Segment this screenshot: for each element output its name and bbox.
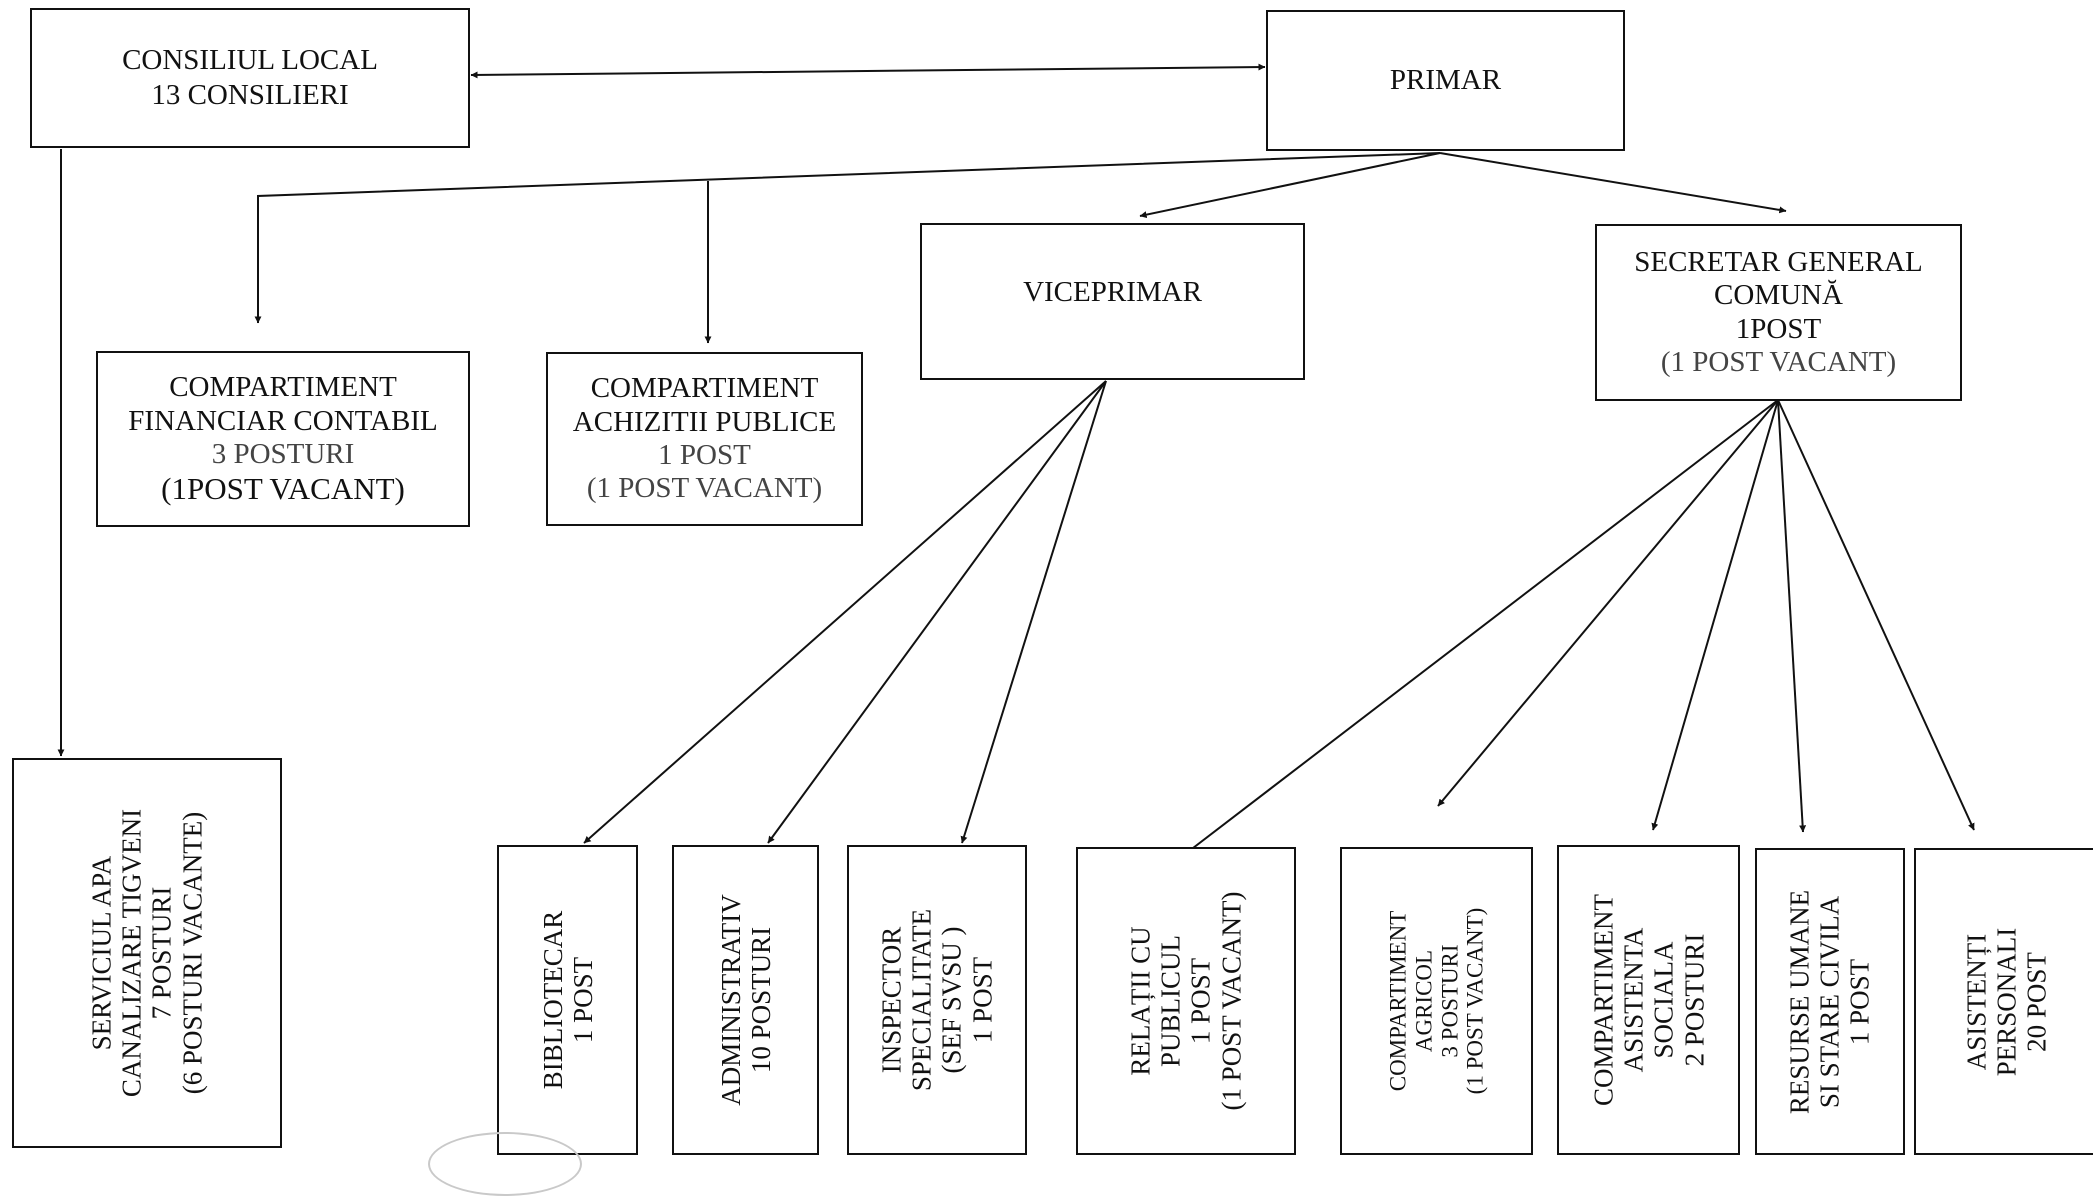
node-resurse-umane-line-2: SI STARE CIVILA	[1814, 895, 1845, 1108]
node-primar: PRIMAR	[1266, 10, 1625, 151]
node-resurse-umane-line-3: 1 POST	[1845, 958, 1876, 1045]
arrow-primar-financiar	[254, 152, 1441, 324]
node-financiar-contabil-line-4: (1POST VACANT)	[161, 471, 405, 507]
node-asistenta-sociala-line-3: SOCIALA	[1648, 941, 1679, 1059]
node-compartiment-agricol-line-2: AGRICOL	[1410, 949, 1436, 1053]
node-inspector-specialitate-line-1: INSPECTOR	[876, 926, 907, 1074]
node-consiliul-local-line-1: CONSILIUL LOCAL	[122, 44, 378, 77]
node-administrativ-line-1: ADMINISTRATIV	[715, 894, 746, 1106]
node-financiar-contabil: COMPARTIMENT FINANCIAR CONTABIL 3 POSTUR…	[96, 351, 470, 527]
node-financiar-contabil-line-3: 3 POSTURI	[211, 437, 355, 470]
node-secretar-general-line-4: (1 POST VACANT)	[1660, 345, 1897, 378]
stamp-mark	[428, 1132, 582, 1196]
node-secretar-general-line-1: SECRETAR GENERAL	[1634, 245, 1923, 278]
node-asistenta-sociala-line-2: ASISTENTA	[1618, 927, 1649, 1073]
node-financiar-contabil-line-1: COMPARTIMENT	[169, 371, 397, 404]
node-compartiment-agricol-line-1: COMPARTIMENT	[1385, 910, 1410, 1092]
arrow-vice-bibliotecar	[583, 380, 1107, 844]
node-primar-line-1: PRIMAR	[1389, 64, 1502, 97]
arrow-primar-viceprimar	[1139, 152, 1441, 219]
node-serviciul-apa-line-4: (6 POSTURI VACANTE)	[177, 811, 208, 1095]
node-bibliotecar-line-2: 1 POST	[567, 956, 598, 1044]
node-achizitii-publice-line-4: (1 POST VACANT)	[586, 472, 823, 505]
arrow-sec-resurse	[1777, 399, 1807, 833]
arrow-primar-secretar	[1439, 152, 1787, 214]
node-asistenta-sociala: COMPARTIMENT ASISTENTA SOCIALA 2 POSTURI	[1557, 845, 1740, 1155]
node-relatii-publicul-line-3: 1 POST	[1186, 957, 1216, 1045]
node-achizitii-publice-line-1: COMPARTIMENT	[590, 372, 819, 405]
node-administrativ: ADMINISTRATIV 10 POSTURI	[672, 845, 819, 1155]
node-secretar-general-line-2: COMUNĂ	[1714, 279, 1843, 312]
node-consiliul-local-line-2: 13 CONSILIERI	[151, 79, 349, 111]
arrow-consiliu-primar	[470, 63, 1266, 79]
node-compartiment-agricol: COMPARTIMENT AGRICOL 3 POSTURI (1 POST V…	[1340, 847, 1533, 1155]
node-inspector-specialitate-line-3: (SEF SVSU )	[937, 926, 967, 1074]
node-resurse-umane-line-1: RESURSE UMANE	[1784, 889, 1815, 1114]
node-serviciul-apa-line-3: 7 POSTURI	[147, 886, 177, 1020]
connector-layer	[57, 63, 1975, 859]
node-bibliotecar-line-1: BIBLIOTECAR	[537, 910, 568, 1090]
node-asistenti-personali: ASISTENȚI PERSONALI 20 POST	[1914, 848, 2093, 1155]
node-resurse-umane: RESURSE UMANE SI STARE CIVILA 1 POST	[1755, 848, 1905, 1155]
arrow-vice-administrativ	[767, 380, 1107, 844]
node-achizitii-publice-line-2: ACHIZITII PUBLICE	[572, 405, 837, 438]
node-relatii-publicul-line-2: PUBLICUL	[1155, 935, 1186, 1068]
node-serviciul-apa-line-2: CANALIZARE TIGVENI	[116, 808, 147, 1098]
node-asistenti-personali-line-3: 20 POST	[2021, 951, 2052, 1052]
node-compartiment-agricol-line-3: 3 POSTURI	[1436, 944, 1462, 1058]
arrow-sec-asistenti	[1777, 399, 1975, 831]
node-serviciul-apa: SERVICIUL APA CANALIZARE TIGVENI 7 POSTU…	[12, 758, 282, 1148]
node-asistenti-personali-line-2: PERSONALI	[1991, 927, 2022, 1076]
node-achizitii-publice: COMPARTIMENT ACHIZITII PUBLICE 1 POST (1…	[546, 352, 863, 526]
node-bibliotecar: BIBLIOTECAR 1 POST	[497, 845, 638, 1155]
node-administrativ-line-2: 10 POSTURI	[745, 926, 776, 1074]
node-relatii-publicul-line-1: RELAȚII CU	[1125, 926, 1156, 1076]
node-relatii-publicul-line-4: (1 POST VACANT)	[1216, 891, 1247, 1111]
arrow-sec-agricol	[1437, 399, 1779, 807]
arrow-sec-asistenta	[1651, 399, 1779, 831]
node-financiar-contabil-line-2: FINANCIAR CONTABIL	[128, 404, 438, 437]
node-secretar-general-line-3: 1POST	[1735, 312, 1822, 345]
node-viceprimar: VICEPRIMAR	[920, 223, 1305, 380]
node-viceprimar-line-1: VICEPRIMAR	[1023, 276, 1202, 308]
node-asistenti-personali-line-1: ASISTENȚI	[1961, 933, 1992, 1070]
node-serviciul-apa-line-1: SERVICIUL APA	[86, 855, 117, 1051]
node-asistenta-sociala-line-1: COMPARTIMENT	[1588, 894, 1619, 1106]
node-inspector-specialitate-line-4: 1 POST	[967, 956, 998, 1044]
node-secretar-general: SECRETAR GENERAL COMUNĂ 1POST (1 POST VA…	[1595, 224, 1962, 401]
node-asistenta-sociala-line-4: 2 POSTURI	[1678, 933, 1709, 1067]
node-compartiment-agricol-line-4: (1 POST VACANT)	[1462, 907, 1488, 1095]
org-chart: CONSILIUL LOCAL 13 CONSILIERI PRIMAR VIC…	[12, 8, 2093, 1196]
arrow-vice-inspector	[960, 380, 1107, 844]
node-consiliul-local: CONSILIUL LOCAL 13 CONSILIERI	[30, 8, 470, 148]
node-inspector-specialitate-line-2: SPECIALITATE	[906, 908, 937, 1092]
arrow-sec-relatii	[1179, 399, 1779, 859]
node-inspector-specialitate: INSPECTOR SPECIALITATE (SEF SVSU ) 1 POS…	[847, 845, 1027, 1155]
node-achizitii-publice-line-3: 1 POST	[658, 439, 751, 471]
node-relatii-publicul: RELAȚII CU PUBLICUL 1 POST (1 POST VACAN…	[1076, 847, 1296, 1155]
